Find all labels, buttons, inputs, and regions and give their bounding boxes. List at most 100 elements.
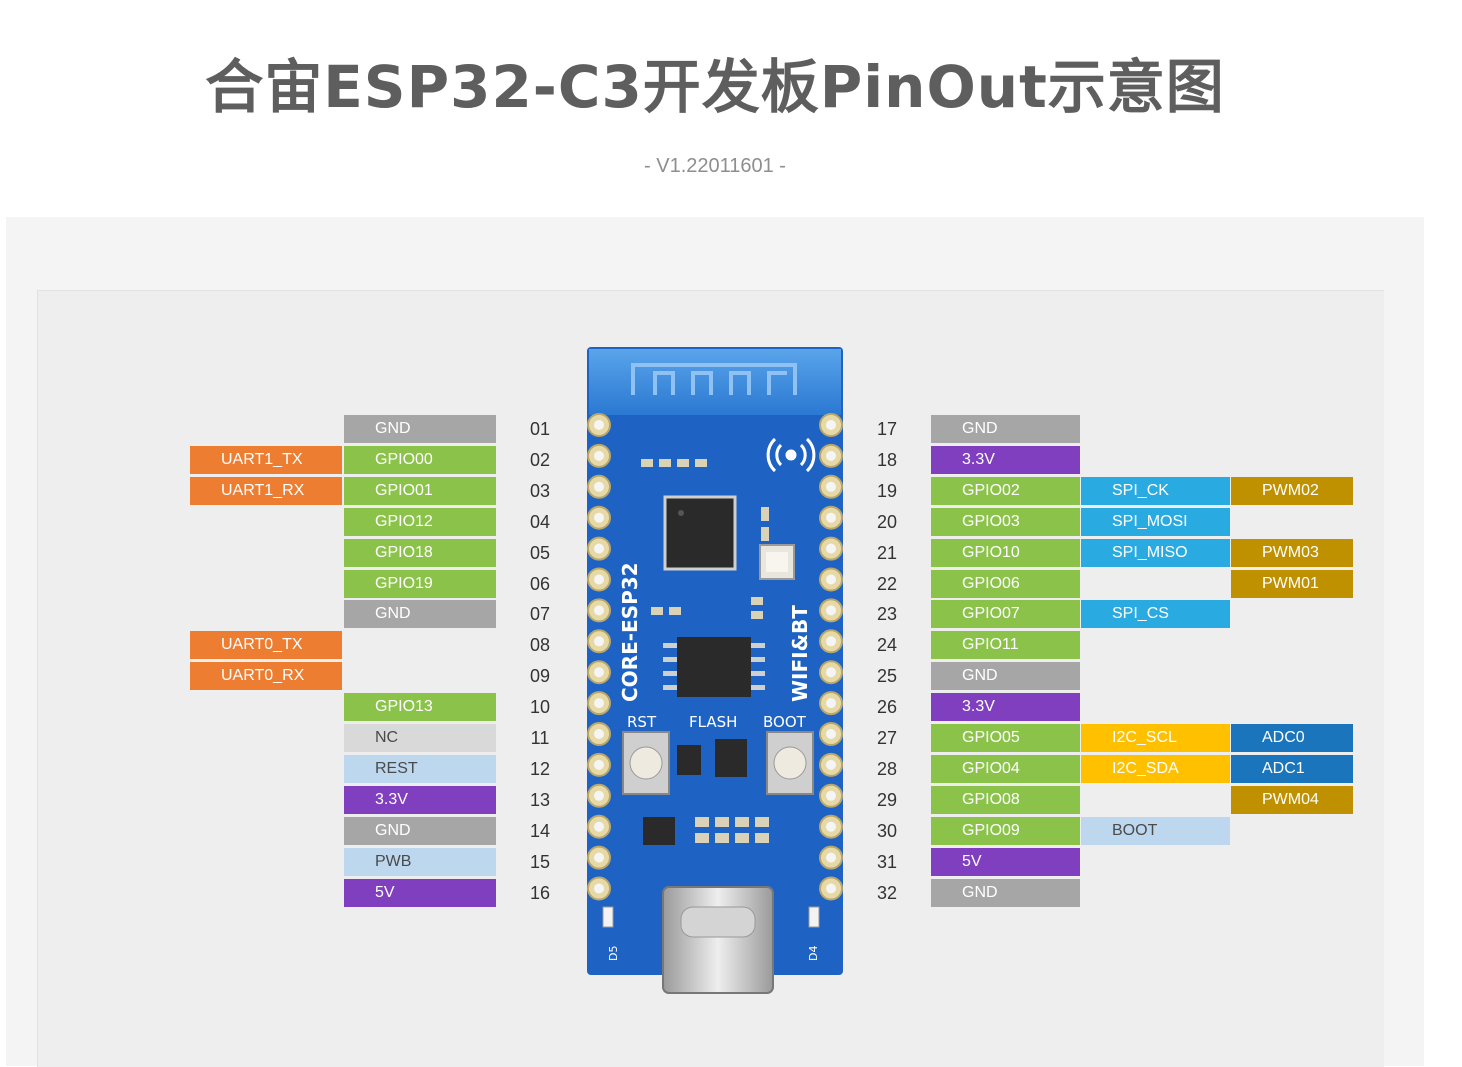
version-label: - V1.22011601 - <box>644 155 786 177</box>
right-pin-label: 5V <box>931 848 1080 876</box>
right-pin-label: GPIO02 <box>931 477 1080 505</box>
pin-number: 31 <box>876 852 898 872</box>
chip-silkscreen-label: CORE-ESP32 <box>618 562 642 702</box>
pad-hole <box>826 667 836 678</box>
usb-c-connector <box>662 886 774 994</box>
right-pin-label: GPIO06 <box>931 570 1080 598</box>
esp32-c3-chip <box>663 495 737 571</box>
pad-hole <box>594 790 604 801</box>
pin-number: 13 <box>529 790 551 810</box>
right-pin-label: 3.3V <box>931 446 1080 474</box>
pad-hole <box>826 512 836 523</box>
pad-hole <box>826 481 836 492</box>
right-func1-label: SPI_MOSI <box>1081 508 1230 536</box>
pin-number: 15 <box>529 852 551 872</box>
right-pin-label: GPIO05 <box>931 724 1080 752</box>
left-pin-label: GPIO18 <box>344 539 496 567</box>
boot-silkscreen-label: BOOT <box>763 713 807 731</box>
pin-number: 10 <box>529 697 551 717</box>
left-pin-label: 3.3V <box>344 786 496 814</box>
left-alt-label: UART1_RX <box>190 477 342 505</box>
right-pin-label: GND <box>931 415 1080 443</box>
right-pin-label: GPIO03 <box>931 508 1080 536</box>
pad-hole <box>594 729 604 739</box>
pin-number: 25 <box>876 666 898 686</box>
right-pin-label: GPIO10 <box>931 539 1080 567</box>
right-func2-label: PWM04 <box>1231 786 1353 814</box>
left-pin-label: REST <box>344 755 496 783</box>
right-pin-label: 3.3V <box>931 693 1080 721</box>
pad-hole <box>594 543 604 554</box>
right-pin-label: GPIO09 <box>931 817 1080 845</box>
right-func2-label: ADC0 <box>1231 724 1353 752</box>
left-pads <box>587 413 611 901</box>
left-pin-label: PWB <box>344 848 496 876</box>
pin-number: 01 <box>529 419 551 439</box>
pad-hole <box>826 883 836 894</box>
right-func1-label: BOOT <box>1081 817 1230 845</box>
right-func2-label: PWM01 <box>1231 570 1353 598</box>
pad-hole <box>826 636 836 647</box>
crystal <box>759 544 795 580</box>
pin-number: 11 <box>530 728 550 748</box>
wifi-symbol-icon <box>766 437 816 473</box>
pad-hole <box>826 450 836 461</box>
left-pin-label: GPIO01 <box>344 477 496 505</box>
pad-hole <box>594 667 604 678</box>
pin-number: 08 <box>529 635 551 655</box>
pad-hole <box>594 481 604 492</box>
pin-number: 22 <box>876 574 898 594</box>
left-pin-label: GPIO00 <box>344 446 496 474</box>
pad-hole <box>594 605 604 616</box>
right-pin-label: GPIO07 <box>931 600 1080 628</box>
pin-number: 02 <box>529 450 551 470</box>
pad-hole <box>594 420 604 430</box>
left-pin-label: GPIO12 <box>344 508 496 536</box>
pin-number: 32 <box>876 883 898 903</box>
led-d4-label: D4 <box>807 946 820 961</box>
pin-number: 28 <box>876 759 898 779</box>
pad-hole <box>594 821 604 832</box>
pad-hole <box>594 636 604 647</box>
pin-number: 30 <box>876 821 898 841</box>
right-func1-label: I2C_SCL <box>1081 724 1230 752</box>
pin-number: 05 <box>529 543 551 563</box>
pad-hole <box>826 821 836 832</box>
right-func1-label: SPI_CS <box>1081 600 1230 628</box>
antenna-area <box>589 349 841 415</box>
pad-hole <box>594 852 604 863</box>
pad-hole <box>826 759 836 770</box>
flash-silkscreen-label: FLASH <box>689 713 737 731</box>
pin-number: 18 <box>876 450 898 470</box>
right-pin-label: GND <box>931 879 1080 907</box>
led-d5-label: D5 <box>607 946 620 961</box>
pin-number: 12 <box>529 759 551 779</box>
right-func2-label: PWM03 <box>1231 539 1353 567</box>
left-pin-label: GPIO19 <box>344 570 496 598</box>
pad-hole <box>826 852 836 863</box>
pin-number: 19 <box>876 481 898 501</box>
page-title: 合宙ESP32-C3开发板PinOut示意图 <box>205 53 1225 121</box>
left-pin-label: 5V <box>344 879 496 907</box>
pin-number: 16 <box>529 883 551 903</box>
led-d4 <box>808 906 820 928</box>
pin-number: 21 <box>876 543 898 563</box>
regulator-ic <box>677 745 701 775</box>
pin-number: 06 <box>529 574 551 594</box>
left-alt-label: UART0_TX <box>190 631 342 659</box>
right-func1-label: SPI_CK <box>1081 477 1230 505</box>
esp32-c3-board-image: CORE-ESP32 WIFI&BT RST FLASH BOOT D5 D4 <box>587 347 843 994</box>
pad-hole <box>826 574 836 585</box>
led-d5 <box>602 906 614 928</box>
pad-hole <box>594 512 604 523</box>
left-pin-label: GPIO13 <box>344 693 496 721</box>
pin-number: 14 <box>529 821 551 841</box>
pad-hole <box>826 543 836 554</box>
right-pin-label: GND <box>931 662 1080 690</box>
ldo-ic <box>643 817 675 845</box>
pad-hole <box>594 450 604 461</box>
flash-chip <box>677 637 751 697</box>
passive-components <box>641 459 769 843</box>
wifi-bt-silkscreen-label: WIFI&BT <box>788 605 812 702</box>
pin-number: 09 <box>529 666 551 686</box>
